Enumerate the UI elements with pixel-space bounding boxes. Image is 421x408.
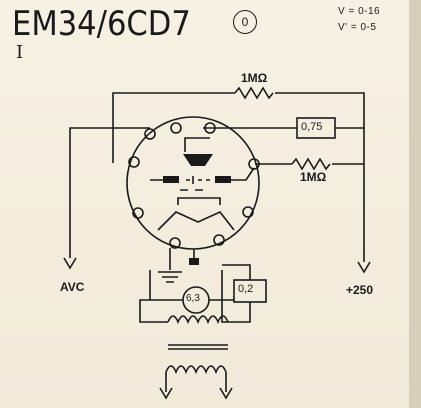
transformer-core xyxy=(168,344,228,350)
cathode-block xyxy=(189,258,199,265)
transformer-primary xyxy=(167,315,229,325)
resistor-top-label: 1MΩ xyxy=(241,71,268,85)
transformer-secondary xyxy=(165,365,227,375)
tube-subtitle: I xyxy=(16,42,24,63)
base-code-badge: 0 xyxy=(233,10,257,34)
spec-voltage-2: V' = 0-5 xyxy=(338,22,377,33)
heater-wire-right xyxy=(221,270,234,323)
tube-title: EM34/6CD7 xyxy=(12,4,191,44)
anode-plate xyxy=(177,197,221,205)
resistor-right xyxy=(291,157,331,171)
wire-top-right xyxy=(275,92,365,262)
ground-symbol xyxy=(158,271,182,283)
grid-left xyxy=(163,176,179,183)
secondary-leads xyxy=(165,372,227,392)
heater-filament xyxy=(157,211,235,231)
heater-voltage-label: 6,3 xyxy=(186,293,200,304)
box-02-label: 0,2 xyxy=(238,283,254,295)
pin-8 xyxy=(213,234,225,246)
page-edge xyxy=(409,0,421,408)
pin-5 xyxy=(128,156,140,168)
wire-box02-top xyxy=(222,264,251,280)
arrow-supply xyxy=(357,261,371,274)
grid-leads xyxy=(150,167,255,181)
target-anode xyxy=(183,154,213,166)
base-code-text: 0 xyxy=(241,15,249,29)
supply-label: +250 xyxy=(346,283,374,297)
wire-avc xyxy=(69,127,150,258)
cathode-dashes xyxy=(186,176,210,184)
pin-6 xyxy=(132,207,144,219)
secondary-arrows xyxy=(159,387,233,400)
pin-2 xyxy=(170,122,182,134)
wire-box02 xyxy=(234,302,251,323)
heater-wire-left xyxy=(139,270,168,323)
pin-7 xyxy=(242,206,254,218)
pin-1 xyxy=(144,128,156,140)
anode-lead xyxy=(184,137,210,152)
spec-voltage-1: V = 0-16 xyxy=(338,6,381,17)
pin-3 xyxy=(204,122,216,134)
box-075-label: 0,75 xyxy=(301,121,323,133)
grid-right xyxy=(215,176,231,183)
resistor-right-label: 1MΩ xyxy=(300,170,327,184)
resistor-top xyxy=(234,86,274,100)
wire-top-left xyxy=(112,92,235,163)
tube-envelope xyxy=(126,116,260,250)
avc-label: AVC xyxy=(60,280,85,294)
arrow-avc xyxy=(63,257,77,270)
pin-9 xyxy=(169,237,181,249)
